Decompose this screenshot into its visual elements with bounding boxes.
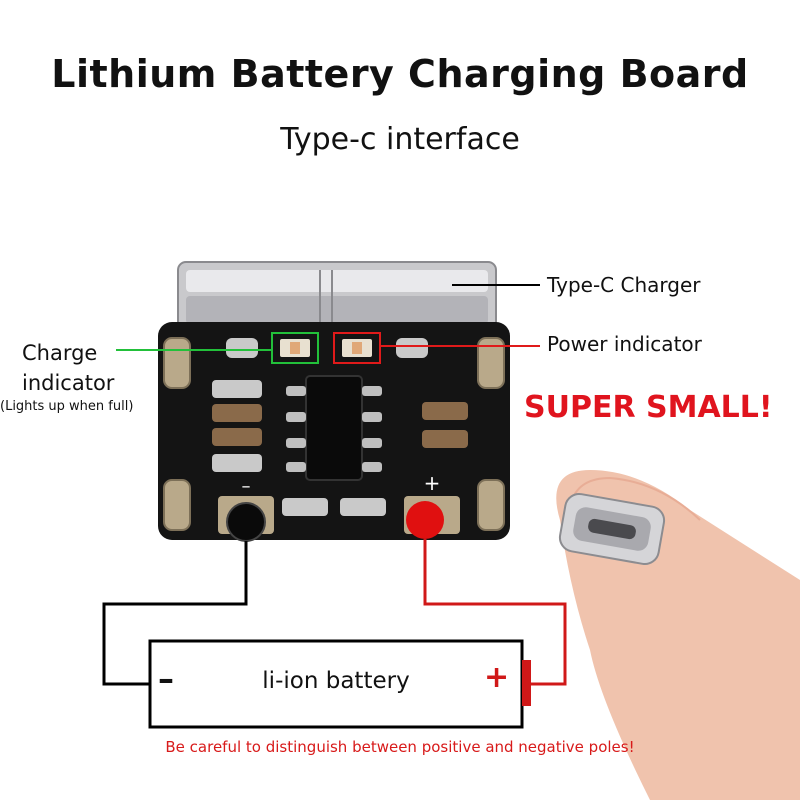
negative-terminal-dot [226, 502, 266, 542]
power-indicator-label: Power indicator [547, 332, 702, 356]
pcb-board: – + [158, 322, 510, 540]
positive-wire [423, 539, 567, 686]
svg-text:–: – [242, 476, 251, 497]
battery-positive-cap [522, 660, 531, 706]
battery-negative-sign: – [158, 660, 174, 698]
svg-text:+: + [424, 471, 441, 495]
polarity-warning: Be careful to distinguish between positi… [165, 738, 635, 756]
battery-positive-sign: + [484, 660, 510, 695]
negative-wire [102, 541, 248, 686]
page-subtitle: Type-c interface [280, 122, 520, 157]
super-small-callout: SUPER SMALL! [524, 390, 773, 425]
battery-body [148, 639, 524, 729]
charge-indicator-note: (Lights up when full) [0, 399, 134, 414]
page-title: Lithium Battery Charging Board [51, 52, 749, 96]
battery-label: li-ion battery [262, 668, 410, 694]
charge-indicator-label-line2: indicator [22, 371, 115, 395]
type-c-charger-label: Type-C Charger [547, 273, 701, 297]
type-c-connector [177, 261, 497, 333]
charge-indicator-label-line1: Charge [22, 341, 98, 365]
positive-terminal-dot [406, 501, 444, 539]
finger-photo [556, 470, 800, 800]
